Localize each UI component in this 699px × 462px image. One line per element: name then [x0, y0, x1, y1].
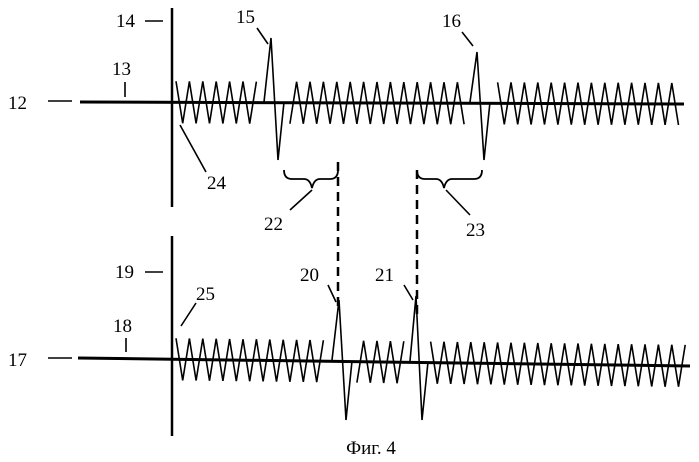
label-24: 24 — [207, 173, 227, 194]
label-18: 18 — [113, 316, 132, 337]
label-21: 21 — [375, 265, 394, 286]
label-15: 15 — [236, 7, 255, 28]
label-22: 22 — [264, 214, 283, 235]
label-14: 14 — [116, 11, 136, 32]
label-17: 17 — [8, 350, 27, 371]
brace-22 — [284, 170, 338, 188]
lower-pulse-21 — [410, 296, 428, 420]
brace-23 — [417, 170, 482, 188]
label-20: 20 — [300, 265, 319, 286]
leader-25 — [181, 303, 196, 326]
label-12: 12 — [8, 93, 27, 114]
leader-20 — [328, 285, 336, 302]
lower-baseline — [78, 358, 690, 366]
label-16: 16 — [442, 11, 461, 32]
upper-pulse-16 — [470, 52, 490, 160]
leader-22 — [290, 190, 312, 210]
upper-baseline — [80, 102, 684, 104]
label-25: 25 — [196, 284, 215, 305]
leader-23 — [446, 190, 470, 215]
label-23: 23 — [466, 220, 485, 241]
figure-caption: Фиг. 4 — [346, 438, 396, 459]
leader-21 — [404, 285, 413, 300]
label-13: 13 — [112, 59, 131, 80]
label-19: 19 — [115, 262, 134, 283]
upper-pulse-15 — [264, 38, 284, 160]
leader-16 — [462, 32, 473, 46]
leader-15 — [257, 28, 268, 44]
leader-24 — [180, 125, 206, 172]
